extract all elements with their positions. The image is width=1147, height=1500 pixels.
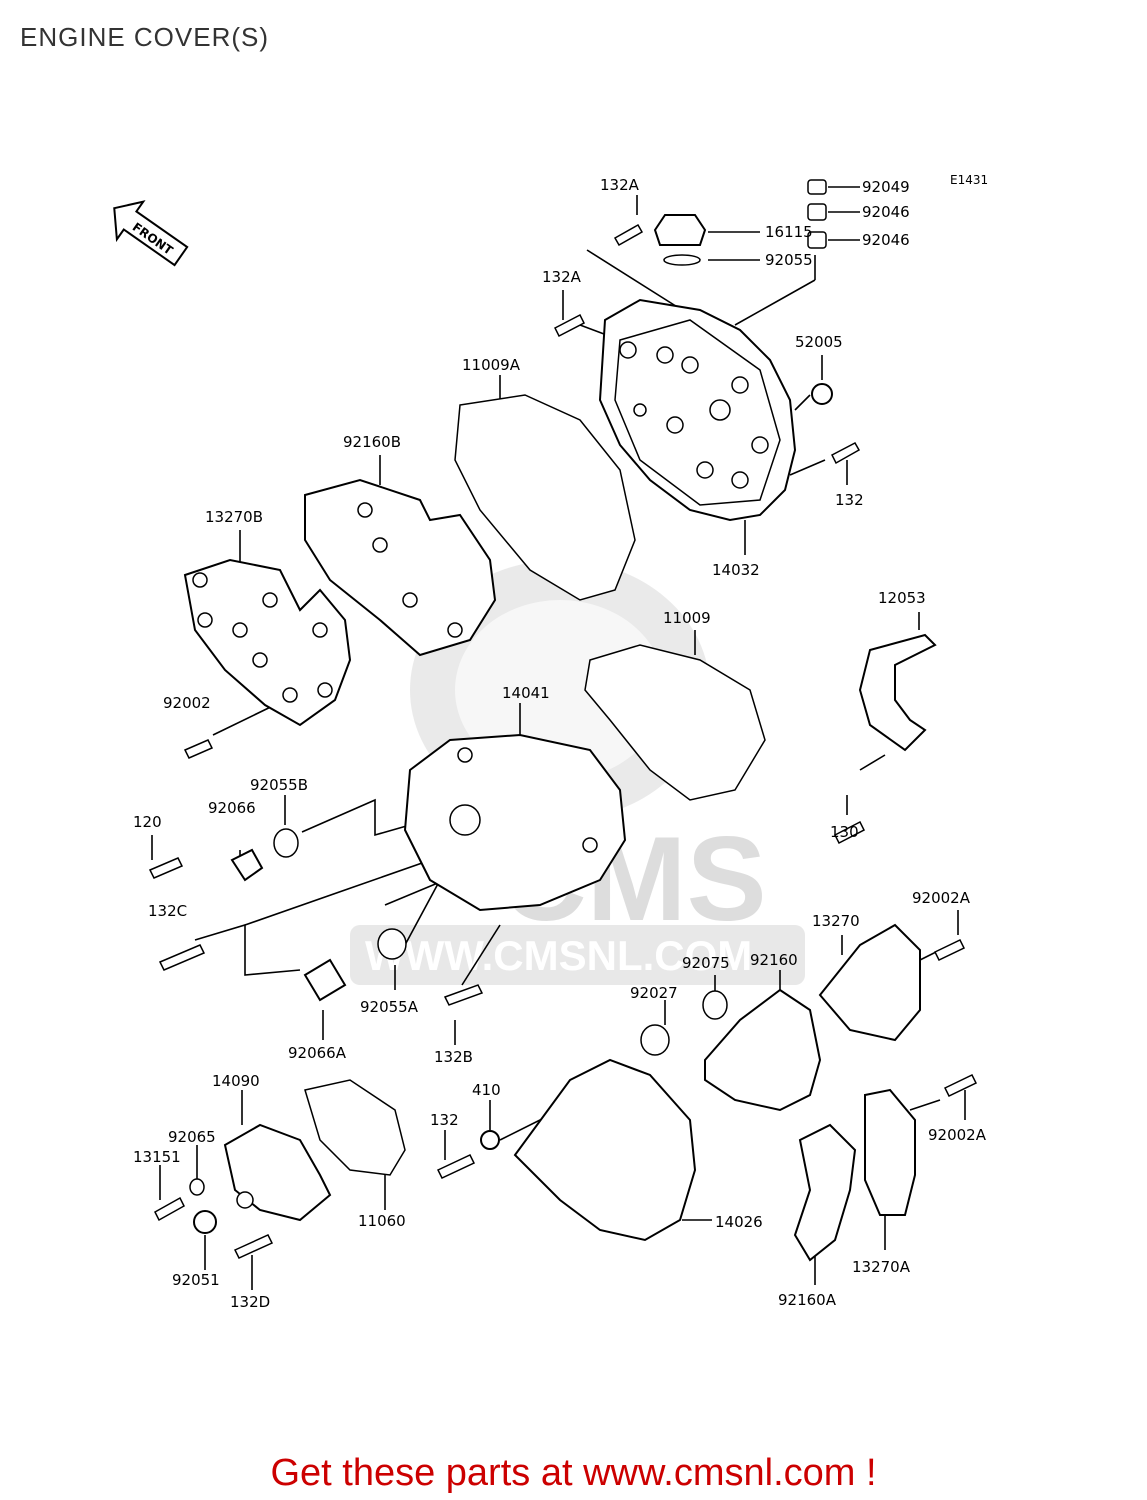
part-label: 132A (600, 176, 640, 194)
part-label: 92160 (750, 951, 798, 969)
part-label: 13270B (205, 508, 263, 526)
part-label: 120 (133, 813, 162, 831)
small-fittings (807, 179, 833, 405)
part-label: 92160B (343, 433, 401, 451)
oil-filler-cap-16115 (653, 214, 707, 266)
insulator-92160 (704, 988, 822, 1112)
clutch-cover-14032 (598, 298, 797, 522)
insulator-92160A (793, 1123, 857, 1262)
cover-14041-details (449, 747, 598, 853)
exploded-parts-diagram: CMS WWW.CMSNL.COM FRONT E1431 (113, 173, 988, 1311)
plate-13270 (818, 923, 921, 1042)
part-label: 13151 (133, 1148, 181, 1166)
part-label: 92002A (928, 1126, 987, 1144)
small-seals (189, 1178, 217, 1234)
page-title: ENGINE COVER(S) (20, 22, 270, 52)
plate-13270B (183, 558, 352, 727)
bolts (148, 223, 978, 1259)
part-label: 92002 (163, 694, 211, 712)
part-label: 13270 (812, 912, 860, 930)
watermark-url: WWW.CMSNL.COM (365, 932, 752, 979)
cover-14090-hole (236, 1191, 254, 1209)
part-label: 130 (830, 823, 859, 841)
part-labels: 132A 16115 92055 92049 92046 92046 132A … (133, 176, 987, 1311)
part-label: 132C (148, 902, 187, 920)
gasket-11060 (304, 1079, 406, 1176)
part-label: 12053 (878, 589, 926, 607)
part-label: 16115 (765, 223, 813, 241)
part-label: 14032 (712, 561, 760, 579)
part-label: 92051 (172, 1271, 220, 1289)
part-label: 92055 (765, 251, 813, 269)
watermark: CMS WWW.CMSNL.COM (350, 560, 805, 985)
part-label: 132D (230, 1293, 270, 1311)
part-label: 92066 (208, 799, 256, 817)
part-label: 92027 (630, 984, 678, 1002)
part-label: 92055A (360, 998, 419, 1016)
generator-cover-14041 (403, 733, 627, 912)
diagram-code: E1431 (950, 173, 988, 187)
plate-13270A (864, 1088, 916, 1216)
part-label: 92049 (862, 178, 910, 196)
part-label: 132 (430, 1111, 459, 1129)
part-label: 92075 (682, 954, 730, 972)
part-label: 132A (542, 268, 582, 286)
leader-lines (151, 186, 966, 1290)
part-label: 92055B (250, 776, 308, 794)
part-label: 14026 (715, 1213, 763, 1231)
plugs-and-orings (230, 828, 407, 1002)
spacers (480, 990, 728, 1150)
part-label: 92066A (288, 1044, 347, 1062)
part-label: 11009A (462, 356, 521, 374)
part-label: 52005 (795, 333, 843, 351)
part-label: 92002A (912, 889, 971, 907)
part-label: 410 (472, 1081, 501, 1099)
footer-link-text[interactable]: Get these parts at www.cmsnl.com ! (270, 1452, 877, 1494)
guard-12053 (858, 633, 937, 752)
part-label: 11009 (663, 609, 711, 627)
part-label: 132B (434, 1048, 473, 1066)
front-arrow: FRONT (113, 200, 189, 267)
part-label: 14041 (502, 684, 550, 702)
gasket-11009 (584, 644, 766, 801)
part-label: 92065 (168, 1128, 216, 1146)
plate-13270B-holes (192, 502, 463, 703)
part-label: 92046 (862, 231, 910, 249)
part-label: 92046 (862, 203, 910, 221)
sprocket-cover-14026 (513, 1058, 697, 1242)
part-label: 132 (835, 491, 864, 509)
gasket-11009A (454, 394, 636, 601)
part-label: 92160A (778, 1291, 837, 1309)
part-label: 11060 (358, 1212, 406, 1230)
part-label: 14090 (212, 1072, 260, 1090)
insulator-92160B (304, 478, 497, 657)
part-label: 13270A (852, 1258, 911, 1276)
